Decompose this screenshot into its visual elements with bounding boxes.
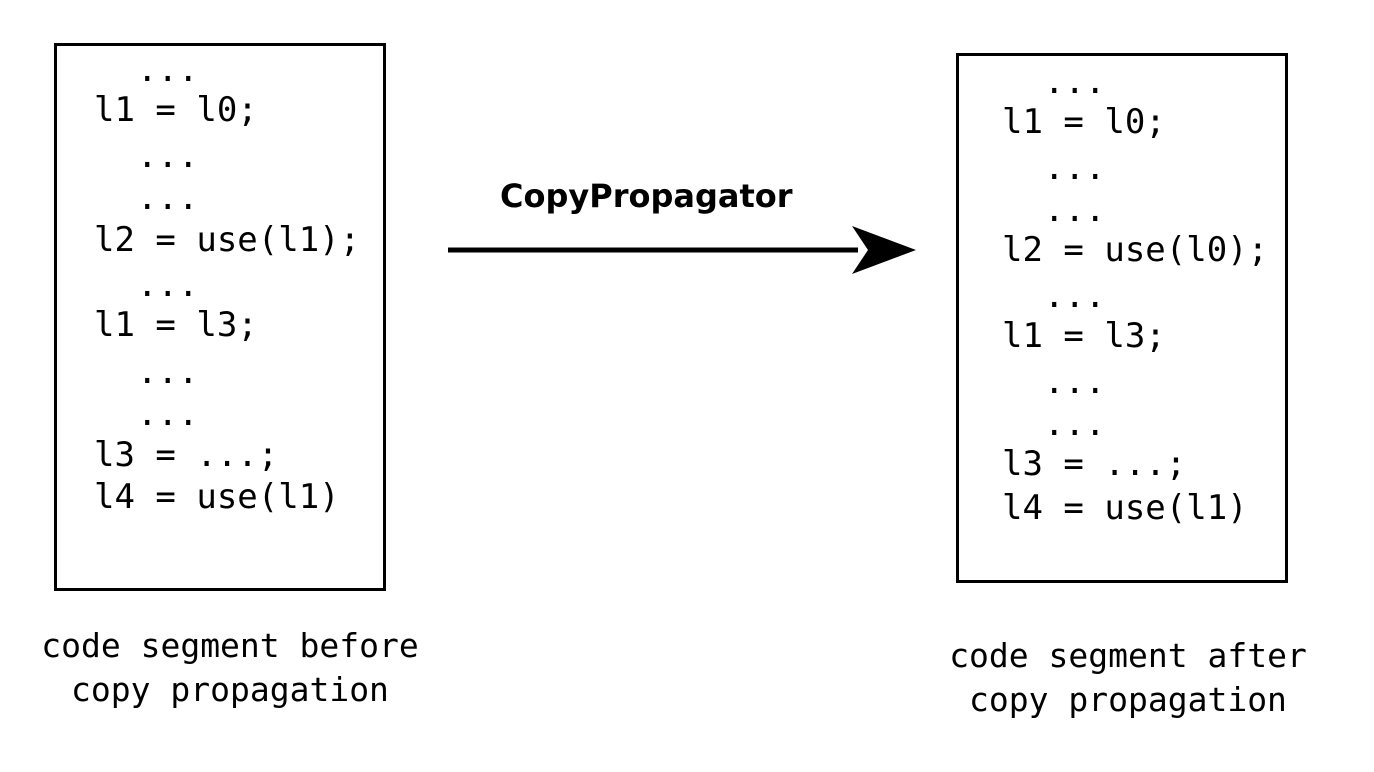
code-line-after-9: ... bbox=[1044, 404, 1106, 444]
code-line-after-1: ... bbox=[1044, 62, 1106, 102]
code-line-after-8: ... bbox=[1044, 362, 1106, 402]
code-line-after-4: ... bbox=[1044, 190, 1106, 230]
arrow-head bbox=[852, 226, 916, 274]
code-line-before-7: l1 = l3; bbox=[94, 305, 258, 345]
caption-before-line-2: copy propagation bbox=[71, 670, 389, 709]
transform-arrow bbox=[448, 226, 916, 274]
arrow-label: CopyPropagator bbox=[500, 177, 793, 215]
code-line-before-10: l3 = ...; bbox=[94, 435, 279, 475]
code-line-after-2: l1 = l0; bbox=[1002, 102, 1166, 142]
code-line-before-5: l2 = use(l1); bbox=[94, 220, 361, 260]
code-line-before-6: ... bbox=[137, 265, 199, 305]
code-box-before bbox=[54, 43, 386, 591]
code-line-before-1: ... bbox=[137, 50, 199, 90]
caption-before-line-1: code segment before bbox=[41, 626, 419, 665]
code-line-before-8: ... bbox=[137, 352, 199, 392]
caption-after-line-2: copy propagation bbox=[969, 680, 1287, 719]
code-line-before-3: ... bbox=[137, 136, 199, 176]
code-box-after bbox=[956, 53, 1288, 583]
code-line-after-5: l2 = use(l0); bbox=[1002, 230, 1269, 270]
code-line-before-4: ... bbox=[137, 178, 199, 218]
caption-after-line-1: code segment after bbox=[949, 636, 1307, 675]
code-line-before-11: l4 = use(l1) bbox=[94, 477, 340, 517]
code-line-after-10: l3 = ...; bbox=[1002, 444, 1187, 484]
code-line-after-6: ... bbox=[1044, 276, 1106, 316]
code-line-after-7: l1 = l3; bbox=[1002, 316, 1166, 356]
code-line-before-2: l1 = l0; bbox=[94, 90, 258, 130]
code-line-after-11: l4 = use(l1) bbox=[1002, 488, 1248, 528]
code-line-after-3: ... bbox=[1044, 148, 1106, 188]
code-line-before-9: ... bbox=[137, 394, 199, 434]
